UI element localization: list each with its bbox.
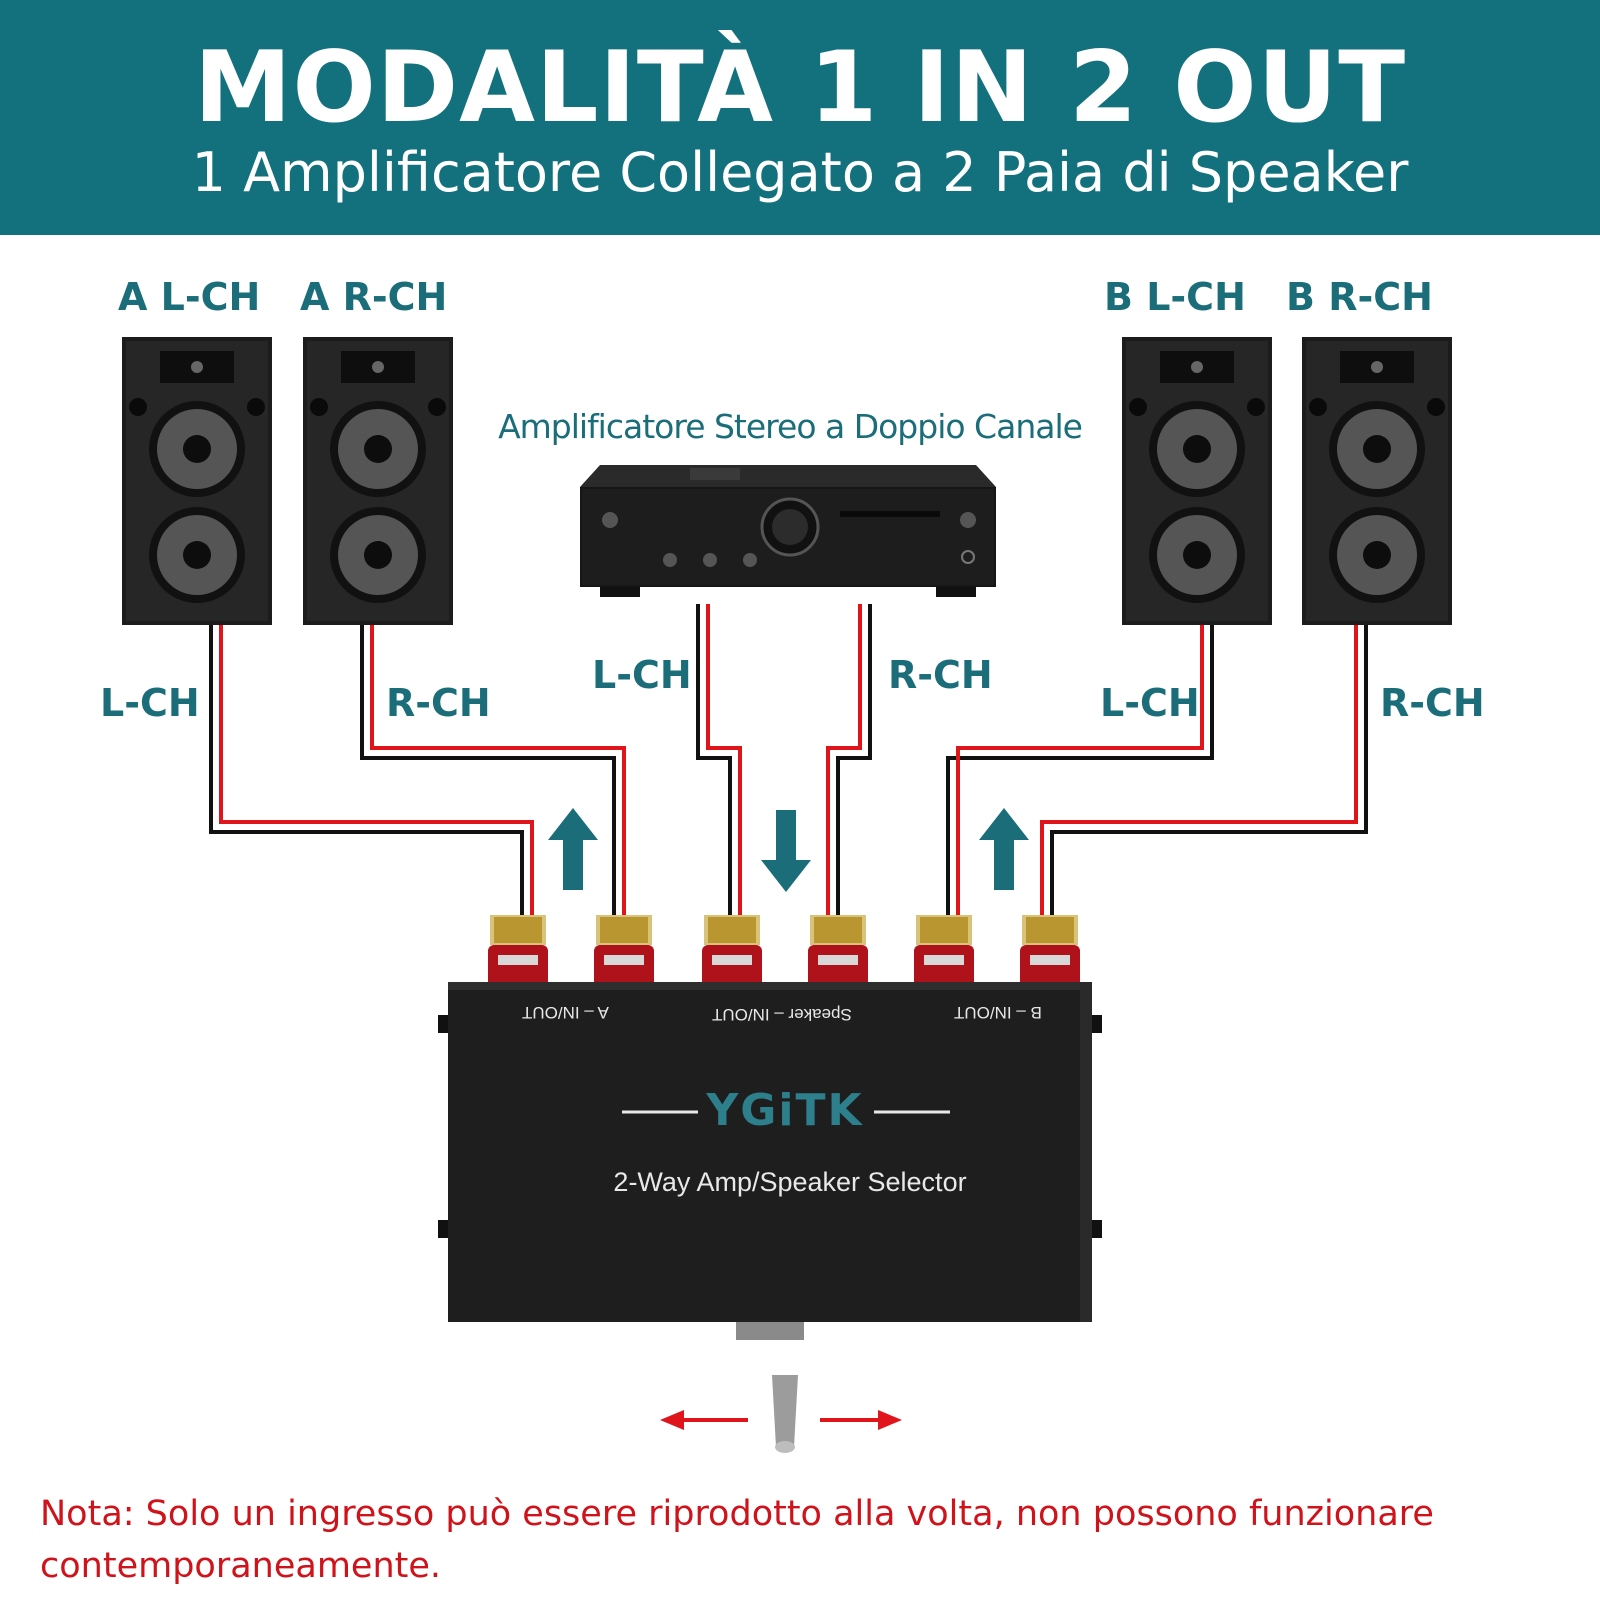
- speaker-b-right-icon: [1302, 337, 1452, 625]
- note-text: Nota: Solo un ingresso può essere riprod…: [40, 1494, 1434, 1586]
- speaker-b-left-icon: [1122, 337, 1272, 625]
- channel-label-b-left: L-CH: [1100, 681, 1200, 725]
- product-name: 2-Way Amp/Speaker Selector: [613, 1167, 967, 1197]
- speaker-a-left-icon: [122, 337, 272, 625]
- channel-label-b-right: R-CH: [1380, 681, 1485, 725]
- page-subtitle: 1 Amplificatore Collegato a 2 Paia di Sp…: [191, 141, 1409, 204]
- channel-label-amp-right: R-CH: [888, 653, 993, 697]
- amplifier-icon: [580, 465, 996, 597]
- channel-label-a-left: L-CH: [100, 681, 200, 725]
- channel-label-amp-left: L-CH: [592, 653, 692, 697]
- jack-label-speaker: Speaker – IN/OUT: [712, 1005, 852, 1024]
- page-title: MODALITÀ 1 IN 2 OUT: [193, 31, 1407, 145]
- brand-logo: YGiTK: [706, 1085, 864, 1136]
- speaker-selector-device: [438, 915, 1102, 1340]
- speaker-a-right-label: A R-CH: [300, 275, 448, 319]
- header-banner: MODALITÀ 1 IN 2 OUT 1 Amplificatore Coll…: [0, 0, 1600, 235]
- jack-label-a: A – IN/OUT: [522, 1003, 609, 1022]
- binding-posts: [488, 915, 1080, 993]
- signal-arrows: [548, 808, 1029, 892]
- amplifier-label: Amplificatore Stereo a Doppio Canale: [498, 407, 1083, 446]
- speaker-b-left-label: B L-CH: [1104, 275, 1246, 319]
- channel-label-a-right: R-CH: [386, 681, 491, 725]
- speaker-a-right-icon: [303, 337, 453, 625]
- speaker-a-left-label: A L-CH: [118, 275, 261, 319]
- jack-label-b: B – IN/OUT: [954, 1003, 1042, 1022]
- toggle-lever-icon: [772, 1375, 798, 1453]
- speaker-b-right-label: B R-CH: [1286, 275, 1433, 319]
